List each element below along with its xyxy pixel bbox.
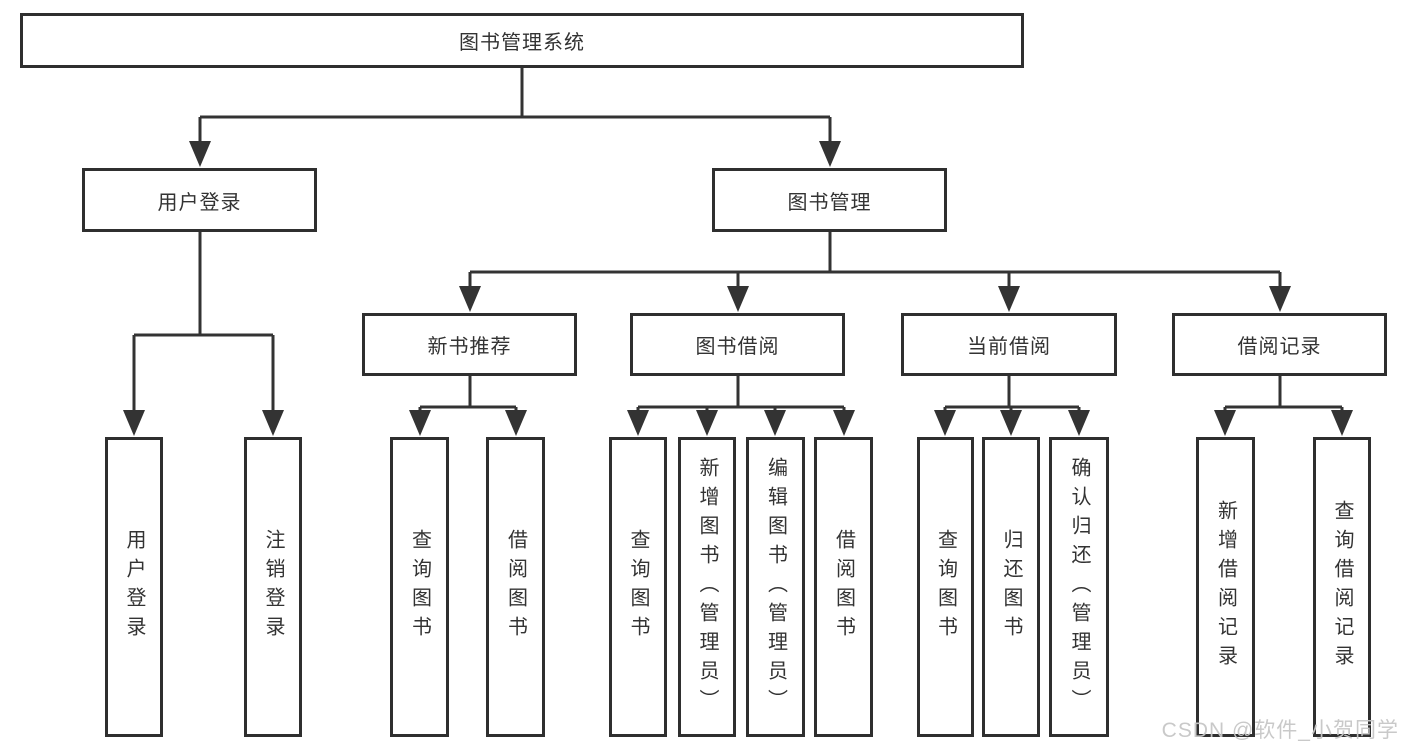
node-library-management-system: 图书管理系统 xyxy=(20,13,1024,68)
node-label: 用户登录 xyxy=(157,191,242,214)
arrow-user-login xyxy=(189,141,211,167)
leaf-add-borrowing-record: 新增借阅记录 xyxy=(1196,437,1255,737)
leaf-borrow-books: 借阅图书 xyxy=(814,437,873,737)
node-book-management: 图书管理 xyxy=(712,168,947,232)
node-book-borrowing: 图书借阅 xyxy=(630,313,845,376)
arrow-leaf-query-record xyxy=(1331,410,1353,436)
arrow-book-management xyxy=(819,141,841,167)
leaf-label: 编辑图书（管理员） xyxy=(764,456,787,718)
arrow-borrowing-records xyxy=(1269,286,1291,312)
leaf-user-login: 用户登录 xyxy=(105,437,163,737)
leaf-label: 用户登录 xyxy=(123,529,145,645)
node-current-borrowing: 当前借阅 xyxy=(901,313,1117,376)
leaf-label: 新增借阅记录 xyxy=(1214,500,1237,674)
arrow-new-book xyxy=(459,286,481,312)
arrow-leaf-confirm-return xyxy=(1068,410,1090,436)
arrow-book-borrowing xyxy=(727,286,749,312)
connector-borrowing-records-children xyxy=(1223,375,1344,413)
arrow-leaf-query-books-1 xyxy=(409,410,431,436)
arrow-leaf-add-record xyxy=(1214,410,1236,436)
arrow-current-borrowing xyxy=(998,286,1020,312)
leaf-logout: 注销登录 xyxy=(244,437,302,737)
leaf-query-borrowing-record: 查询借阅记录 xyxy=(1313,437,1371,737)
node-user-login: 用户登录 xyxy=(82,168,317,232)
leaf-query-books-recommendation: 查询图书 xyxy=(390,437,449,737)
connector-book-borrowing-children xyxy=(636,375,846,413)
arrowheads xyxy=(123,141,1353,436)
csdn-watermark: CSDN @软件_小贺同学 xyxy=(1161,719,1399,742)
node-label: 图书借阅 xyxy=(695,336,780,358)
connector-current-borrowing-children xyxy=(943,375,1081,413)
connector-user-login-children xyxy=(132,231,275,413)
node-label: 借阅记录 xyxy=(1237,336,1322,358)
leaf-add-book-admin: 新增图书（管理员） xyxy=(678,437,736,737)
arrow-leaf-return-book xyxy=(1000,410,1022,436)
arrow-leaf-user-login xyxy=(123,410,145,436)
arrow-leaf-logout xyxy=(262,410,284,436)
leaf-label: 查询借阅记录 xyxy=(1331,500,1353,674)
connector-root-to-level2 xyxy=(198,66,832,144)
leaf-label: 新增图书（管理员） xyxy=(696,456,718,718)
leaf-label: 借阅图书 xyxy=(504,529,527,645)
connector-new-book-children xyxy=(418,375,518,413)
arrow-leaf-borrow-books-1 xyxy=(505,410,527,436)
arrow-leaf-edit-book xyxy=(764,410,786,436)
leaf-label: 查询图书 xyxy=(627,529,649,645)
node-label: 新书推荐 xyxy=(427,336,512,358)
leaf-confirm-return-admin: 确认归还（管理员） xyxy=(1049,437,1109,737)
leaf-label: 借阅图书 xyxy=(832,529,855,645)
arrow-leaf-borrow-books-2 xyxy=(833,410,855,436)
leaf-query-books-borrowing: 查询图书 xyxy=(609,437,667,737)
leaf-return-book: 归还图书 xyxy=(982,437,1040,737)
leaf-label: 查询图书 xyxy=(408,529,431,645)
connector-book-management-children xyxy=(468,232,1282,289)
leaf-label: 注销登录 xyxy=(262,529,284,645)
arrow-leaf-query-books-3 xyxy=(934,410,956,436)
arrow-leaf-query-books-2 xyxy=(627,410,649,436)
leaf-label: 查询图书 xyxy=(934,529,957,645)
leaf-label: 归还图书 xyxy=(1000,529,1022,645)
node-new-book-recommendation: 新书推荐 xyxy=(362,313,577,376)
node-label: 图书管理系统 xyxy=(459,32,585,54)
leaf-label: 确认归还（管理员） xyxy=(1068,456,1090,718)
arrow-leaf-add-book xyxy=(696,410,718,436)
node-label: 当前借阅 xyxy=(967,336,1051,358)
leaf-borrow-books-recommendation: 借阅图书 xyxy=(486,437,545,737)
leaf-query-books-current: 查询图书 xyxy=(917,437,974,737)
node-borrowing-records: 借阅记录 xyxy=(1172,313,1387,376)
leaf-edit-book-admin: 编辑图书（管理员） xyxy=(746,437,805,737)
node-label: 图书管理 xyxy=(787,191,872,214)
